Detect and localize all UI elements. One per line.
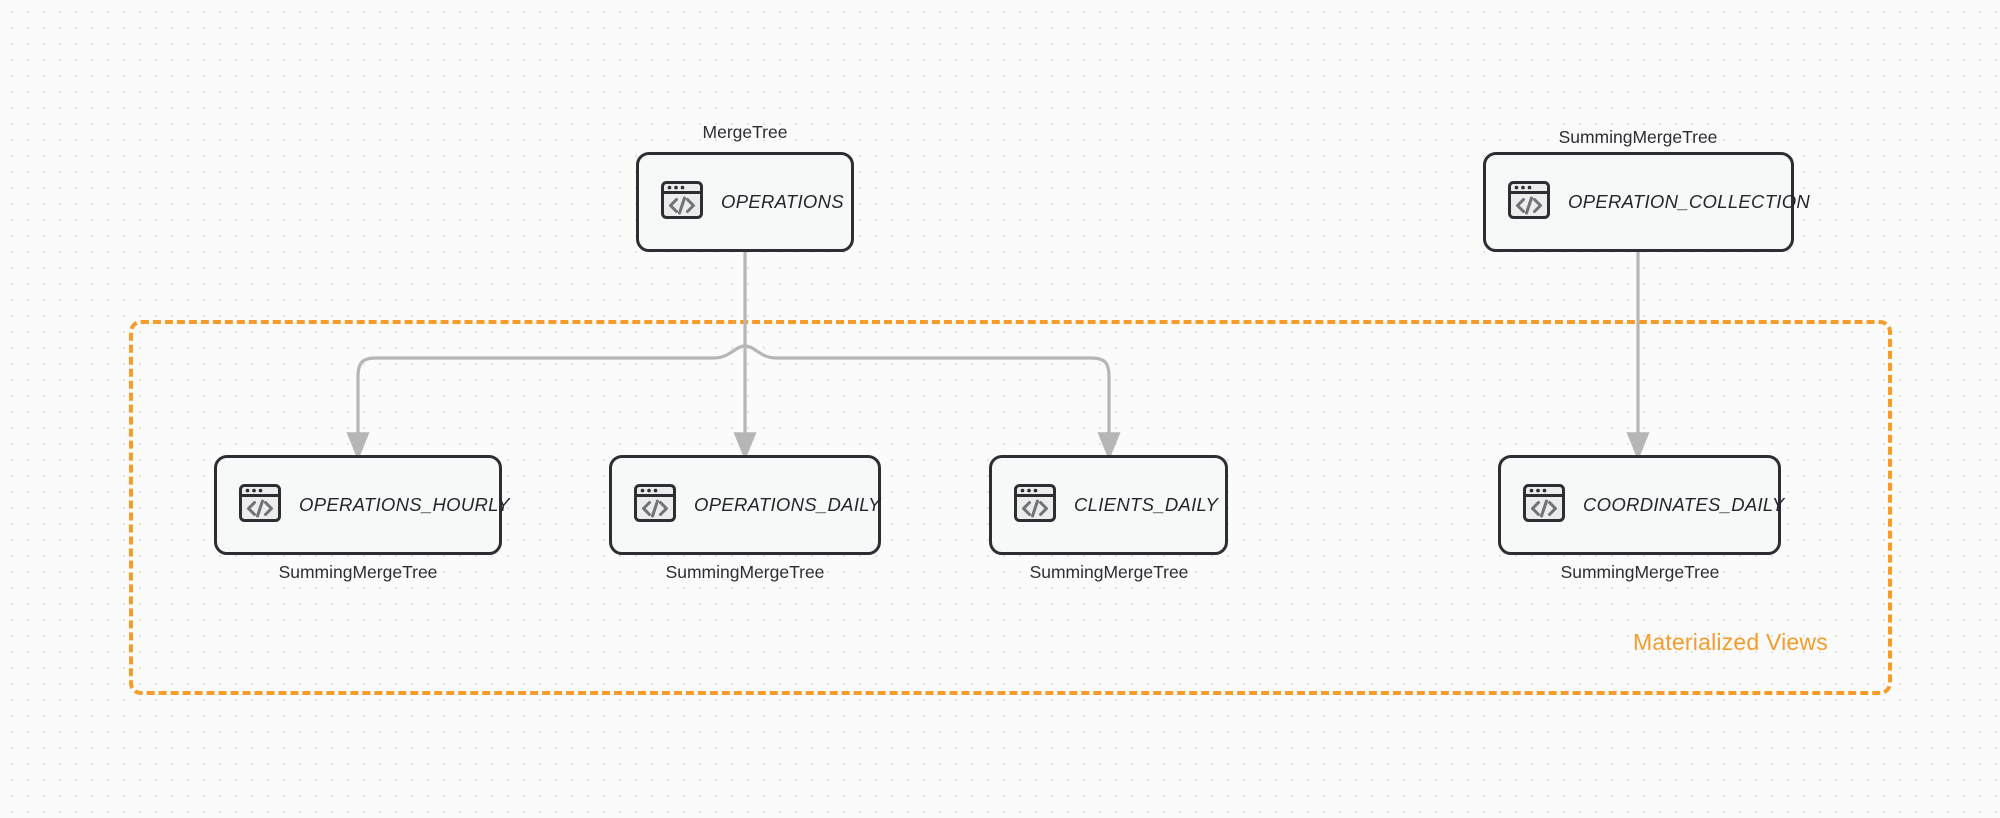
engine-caption-clients-daily: SummingMergeTree <box>1029 562 1189 582</box>
node-title: OPERATION_COLLECTION <box>1568 191 1811 212</box>
code-window-icon <box>632 480 678 531</box>
engine-caption-operations: MergeTree <box>702 122 788 142</box>
node-coordinates-daily[interactable]: COORDINATES_DAILY <box>1498 455 1785 555</box>
engine-caption-operations-daily: SummingMergeTree <box>665 562 825 582</box>
engine-caption-coordinates-daily: SummingMergeTree <box>1560 562 1720 582</box>
engine-caption-operation-collection: SummingMergeTree <box>1558 127 1718 147</box>
materialized-views-label: Materialized Views <box>1633 629 1828 655</box>
node-title: OPERATIONS_DAILY <box>694 494 881 515</box>
node-title: OPERATIONS_HOURLY <box>299 494 510 515</box>
code-window-icon <box>1506 177 1552 228</box>
node-title: OPERATIONS <box>721 191 844 212</box>
node-operation-collection[interactable]: OPERATION_COLLECTION <box>1483 152 1810 252</box>
node-clients-daily[interactable]: CLIENTS_DAILY <box>989 455 1228 555</box>
node-operations-daily[interactable]: OPERATIONS_DAILY <box>609 455 881 555</box>
node-title: CLIENTS_DAILY <box>1074 494 1219 515</box>
engine-caption-operations-hourly: SummingMergeTree <box>278 562 438 582</box>
code-window-icon <box>659 177 705 228</box>
materialized-views-group <box>129 320 1892 695</box>
code-window-icon <box>1012 480 1058 531</box>
code-window-icon <box>1521 480 1567 531</box>
node-title: COORDINATES_DAILY <box>1583 494 1785 515</box>
node-operations-hourly[interactable]: OPERATIONS_HOURLY <box>214 455 509 555</box>
node-operations[interactable]: OPERATIONS <box>636 152 854 252</box>
code-window-icon <box>237 480 283 531</box>
